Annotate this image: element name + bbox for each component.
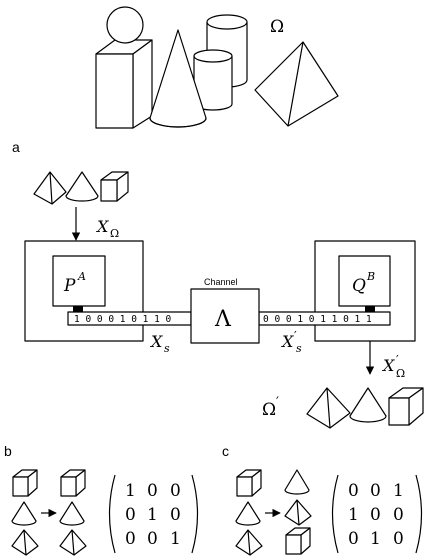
cone-icon	[284, 469, 310, 495]
matrix-c-cell: 0	[348, 481, 359, 501]
panel-a-label: a	[12, 139, 20, 155]
cone-icon	[149, 29, 207, 128]
svg-text:X: X	[95, 217, 109, 236]
matrix-b-cell: 0	[125, 505, 136, 525]
svg-text:′: ′	[396, 353, 399, 367]
panel-c-right-shapes	[284, 469, 312, 555]
x-omega-prime-label: X ′ Ω	[381, 353, 405, 380]
cube-icon	[388, 387, 424, 426]
svg-text:X: X	[149, 332, 163, 351]
matrix-c-cell: 0	[393, 529, 404, 549]
matrix-b-cell: 0	[125, 529, 136, 549]
pyramid-icon	[306, 387, 351, 429]
xs-label: X s	[149, 332, 170, 355]
svg-text:Ω: Ω	[262, 400, 276, 420]
cube-icon	[12, 469, 38, 497]
matrix-c-cell: 0	[348, 529, 359, 549]
cone-icon	[59, 501, 85, 526]
matrix-b: 1 0 0 0 1 0 0 0 1	[108, 474, 199, 554]
cube-icon	[100, 171, 129, 202]
panel-b-left-shapes	[11, 469, 39, 556]
sphere-icon	[106, 6, 144, 44]
omega-prime-label: Ω ′	[262, 395, 279, 420]
svg-text:B: B	[366, 270, 375, 283]
q-b-box	[338, 255, 391, 307]
matrix-b-right-paren	[191, 474, 199, 554]
matrix-c-cell: 0	[393, 505, 404, 525]
channel-label: Channel	[204, 277, 238, 287]
pyramid-icon	[11, 529, 39, 556]
matrix-b-cell: 0	[147, 481, 158, 501]
panel-c-left-shapes	[235, 469, 263, 556]
matrix-b-cell: 1	[125, 481, 136, 501]
lambda-symbol: Λ	[214, 307, 232, 332]
matrix-c-left-paren	[331, 474, 339, 554]
matrix-c-cell: 0	[370, 505, 381, 525]
matrix-c-right-paren	[415, 474, 423, 554]
pyramid-icon	[59, 529, 87, 556]
matrix-b-cell: 1	[147, 505, 158, 525]
svg-text:s: s	[164, 342, 170, 355]
svg-text:s: s	[296, 342, 302, 355]
p-a-label: P A	[63, 270, 86, 296]
matrix-b-cell: 0	[147, 529, 158, 549]
pyramid-icon	[284, 499, 312, 526]
panel-b-right-shapes	[59, 469, 87, 556]
omega-label: Ω	[270, 17, 284, 37]
panel-b-label: b	[4, 443, 12, 459]
prism-icon	[95, 39, 153, 129]
svg-text:′: ′	[276, 395, 279, 410]
svg-text:P: P	[63, 276, 76, 296]
matrix-c-cell: 0	[370, 481, 381, 501]
pyramid-icon	[254, 41, 339, 127]
q-b-label: Q B	[352, 270, 375, 296]
cube-icon	[236, 469, 262, 497]
cone-icon	[235, 501, 261, 526]
pyramid-icon	[235, 529, 263, 556]
matrix-c-cell: 1	[370, 529, 381, 549]
matrix-c-cell: 1	[348, 505, 359, 525]
svg-text:X: X	[381, 356, 395, 375]
omega-shape-set: Ω	[95, 6, 339, 129]
matrix-b-left-paren	[108, 474, 116, 554]
matrix-b-cell: 0	[170, 481, 181, 501]
q-b-port	[365, 306, 375, 314]
cone-icon	[11, 501, 37, 526]
matrix-b-cell: 0	[170, 505, 181, 525]
pyramid-icon	[33, 171, 67, 205]
svg-text:X: X	[280, 332, 294, 351]
cube-icon	[285, 527, 311, 555]
matrix-b-cell: 1	[170, 529, 181, 549]
svg-text:Q: Q	[352, 276, 366, 296]
bits-left: 1 0 0 0 1 0 1 1 0	[74, 314, 172, 325]
x-omega-label: X Ω	[95, 217, 119, 240]
p-a-box	[52, 255, 106, 307]
channel-box	[190, 288, 260, 344]
cylinder-small-icon	[193, 49, 233, 111]
xs-prime-label: X ′ s	[280, 329, 302, 355]
bits-right: 0 0 0 1 0 1 1 0 1 1	[263, 314, 372, 325]
matrix-c: 0 0 1 1 0 0 0 1 0	[331, 474, 423, 554]
cone-icon	[65, 171, 99, 202]
p-a-port	[73, 306, 83, 314]
svg-text:Ω: Ω	[396, 367, 405, 380]
cube-icon	[60, 469, 86, 497]
panel-c-label: c	[222, 443, 229, 459]
svg-text:′: ′	[294, 329, 297, 343]
svg-text:A: A	[77, 270, 86, 283]
svg-text:Ω: Ω	[110, 227, 119, 240]
input-shapes	[33, 171, 129, 205]
output-shapes	[306, 387, 424, 429]
matrix-c-cell: 1	[393, 481, 404, 501]
cone-icon	[349, 387, 387, 423]
